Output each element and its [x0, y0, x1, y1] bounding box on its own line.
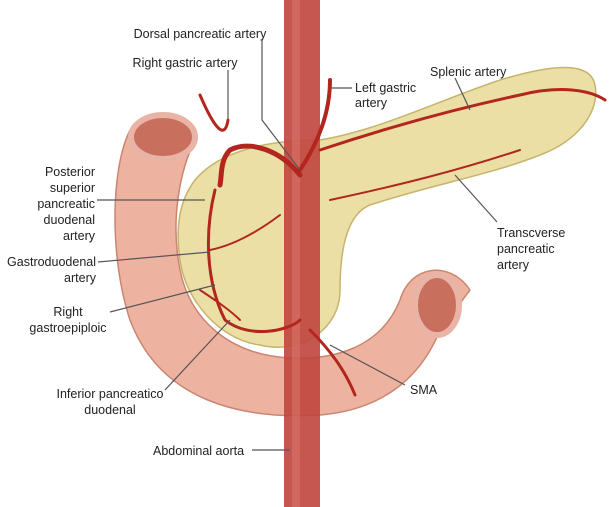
duodenum-opening-right	[412, 272, 462, 338]
duodenum	[114, 129, 471, 417]
label-sma: SMA	[410, 383, 438, 397]
label-abdominal-aorta: Abdominal aorta	[153, 444, 244, 458]
abdominal-aorta	[284, 0, 320, 507]
label-dorsal-pancreatic: Dorsal pancreatic artery	[134, 27, 267, 41]
pancreas	[177, 66, 597, 348]
label-right-gastric: Right gastric artery	[133, 56, 239, 70]
leader-lines	[97, 40, 498, 451]
label-splenic: Splenic artery	[430, 65, 507, 79]
duodenum-opening-top	[128, 112, 198, 162]
